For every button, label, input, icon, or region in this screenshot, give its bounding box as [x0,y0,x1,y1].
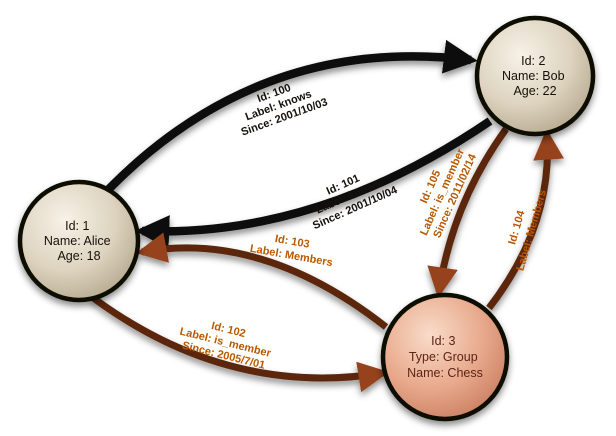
edge-knows-101 [135,117,493,250]
edge-members-103 [135,232,389,330]
node-bob: Id: 2 Name: Bob Age: 22 [474,15,596,137]
edge-members-104 [486,128,564,311]
node-chess-group-label: Id: 3 Type: Group Name: Chess [407,334,483,380]
node-chess-group-line: Name: Chess [407,366,483,380]
edge-knows-100 [100,39,478,197]
node-alice-line: Name: Alice [44,234,111,248]
node-alice-line: Age: 18 [57,249,100,263]
edge-104-label: Id: 104 Label: Members [500,184,549,272]
node-bob-line: Age: 22 [513,84,556,98]
node-alice: Id: 1 Name: Alice Age: 18 [17,179,141,303]
node-bob-line: Id: 2 [521,54,545,68]
edge-103-label-line: Id: 103 [274,233,310,251]
node-chess-group-line: Type: Group [409,350,478,364]
node-alice-label: Id: 1 Name: Alice Age: 18 [44,219,114,263]
node-chess-group-circle [380,292,510,422]
node-bob-line: Name: Bob [502,69,565,83]
edge-is-member-102 [89,294,390,393]
node-bob-circle [474,15,596,137]
node-chess-group: Id: 3 Type: Group Name: Chess [380,292,510,422]
node-alice-line: Id: 1 [65,219,89,233]
edge-101-label: Id: 101 Label: knows Since: 2001/10/04 [300,160,400,232]
node-bob-label: Id: 2 Name: Bob Age: 22 [502,54,568,98]
node-alice-circle [17,179,141,303]
node-chess-group-line: Id: 3 [431,334,455,348]
edge-is-member-105 [427,126,509,299]
